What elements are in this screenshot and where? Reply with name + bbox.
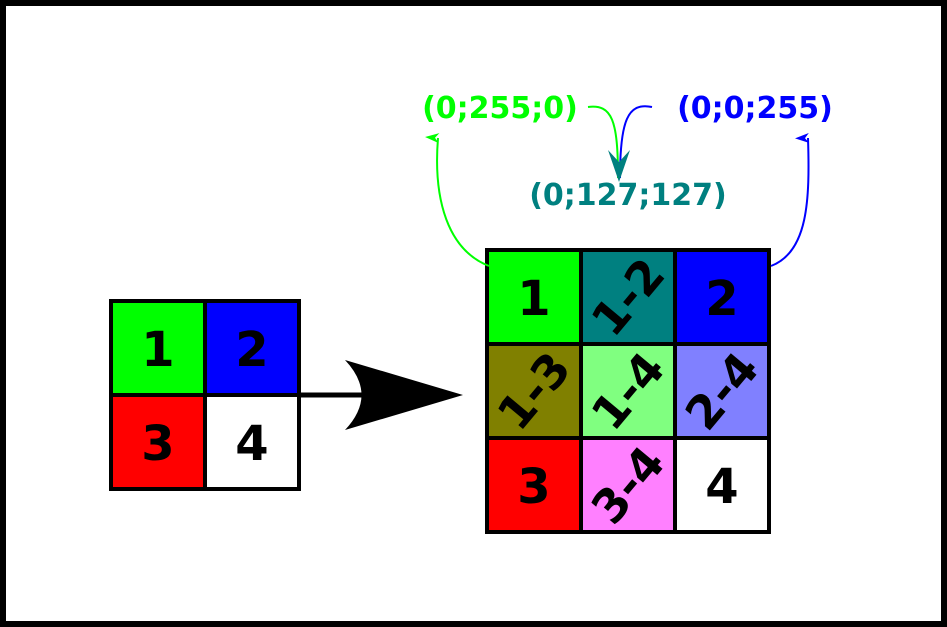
small-grid: 1 2 3 4 [109,299,301,491]
large-cell-1-3 [487,344,581,438]
small-cell-label-4: 4 [235,416,268,472]
large-cell-label-1: 1 [517,271,550,327]
small-cell-3 [111,395,205,489]
green-curve-arrow [425,133,490,267]
large-cell-1-4 [581,344,675,438]
large-cell-3-4 [581,438,675,532]
rgb-label-mix: (0;127;127) [529,178,727,213]
arrow-head [345,360,463,430]
blue-curve-arrow [770,132,810,267]
small-cell-label-1: 1 [141,322,174,378]
small-cell-1 [111,301,205,395]
large-cell-label-4: 4 [705,459,738,515]
transform-arrow [299,360,463,430]
large-cell-2-4 [675,344,769,438]
rgb-label-green: (0;255;0) [422,91,578,126]
large-cell-2 [675,250,769,344]
large-grid: 1 2 3 4 1-2 1-3 1-4 2-4 3-4 [485,248,771,534]
small-cell-label-3: 3 [141,416,174,472]
large-cell-1 [487,250,581,344]
large-cell-label-3: 3 [517,459,550,515]
small-cell-label-2: 2 [235,322,268,378]
large-cell-1-2 [581,250,675,344]
small-cell-4 [205,395,299,489]
large-grid-border [485,248,771,534]
rgb-label-blue: (0;0;255) [677,91,833,126]
small-cell-2 [205,301,299,395]
large-cell-label-2: 2 [705,271,738,327]
large-cell-3 [487,438,581,532]
large-cell-4 [675,438,769,532]
mix-arrow-head [608,150,630,182]
